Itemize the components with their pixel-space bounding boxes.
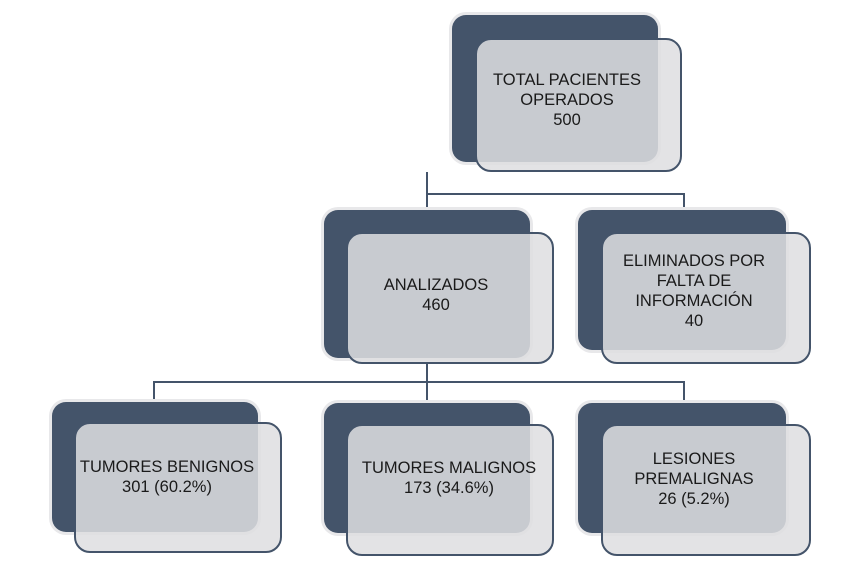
node-box <box>601 424 811 556</box>
label-count: 500 <box>553 111 581 129</box>
label-count: 301 (60.2%) <box>122 478 212 496</box>
label-line-1: TOTAL PACIENTES <box>493 71 641 89</box>
connector-level2-bar <box>153 381 685 383</box>
label-count: 40 <box>684 312 704 330</box>
connector-level1-bar <box>426 193 685 195</box>
label-line-1: ANALIZADOS <box>383 276 489 294</box>
connector-to-analizados <box>426 193 428 210</box>
label-line-3: INFORMACIÓN <box>635 292 753 310</box>
label-line-1: TUMORES BENIGNOS <box>79 458 255 476</box>
node-label: TUMORES BENIGNOS 301 (60.2%) <box>74 422 260 532</box>
node-label: LESIONES PREMALIGNAS 26 (5.2%) <box>601 424 787 534</box>
node-label: TOTAL PACIENTES OPERADOS 500 <box>452 38 682 162</box>
label-count: 26 (5.2%) <box>658 490 730 508</box>
node-label: ELIMINADOS POR FALTA DE INFORMACIÓN 40 <box>601 232 787 350</box>
label-line-2: FALTA DE <box>656 272 732 290</box>
label-line-2: PREMALIGNAS <box>634 470 754 488</box>
node-label: ANALIZADOS 460 <box>346 232 526 358</box>
node-box <box>601 232 811 364</box>
connector-total-stem <box>426 172 428 194</box>
label-line-2: OPERADOS <box>520 91 614 109</box>
label-line-1: LESIONES <box>652 450 736 468</box>
node-box <box>346 424 554 556</box>
connector-to-premalignas <box>683 381 685 403</box>
node-box <box>74 422 282 553</box>
connector-to-benignos <box>153 381 155 402</box>
node-box <box>346 232 554 364</box>
label-count: 173 (34.6%) <box>404 479 494 497</box>
label-count: 460 <box>422 296 450 314</box>
node-box <box>475 38 682 172</box>
connector-analizados-stem <box>426 364 428 403</box>
node-label: TUMORES MALIGNOS 173 (34.6%) <box>346 424 552 532</box>
label-line-1: TUMORES MALIGNOS <box>361 459 537 477</box>
label-line-1: ELIMINADOS POR <box>622 252 766 270</box>
connector-to-eliminados <box>683 193 685 210</box>
